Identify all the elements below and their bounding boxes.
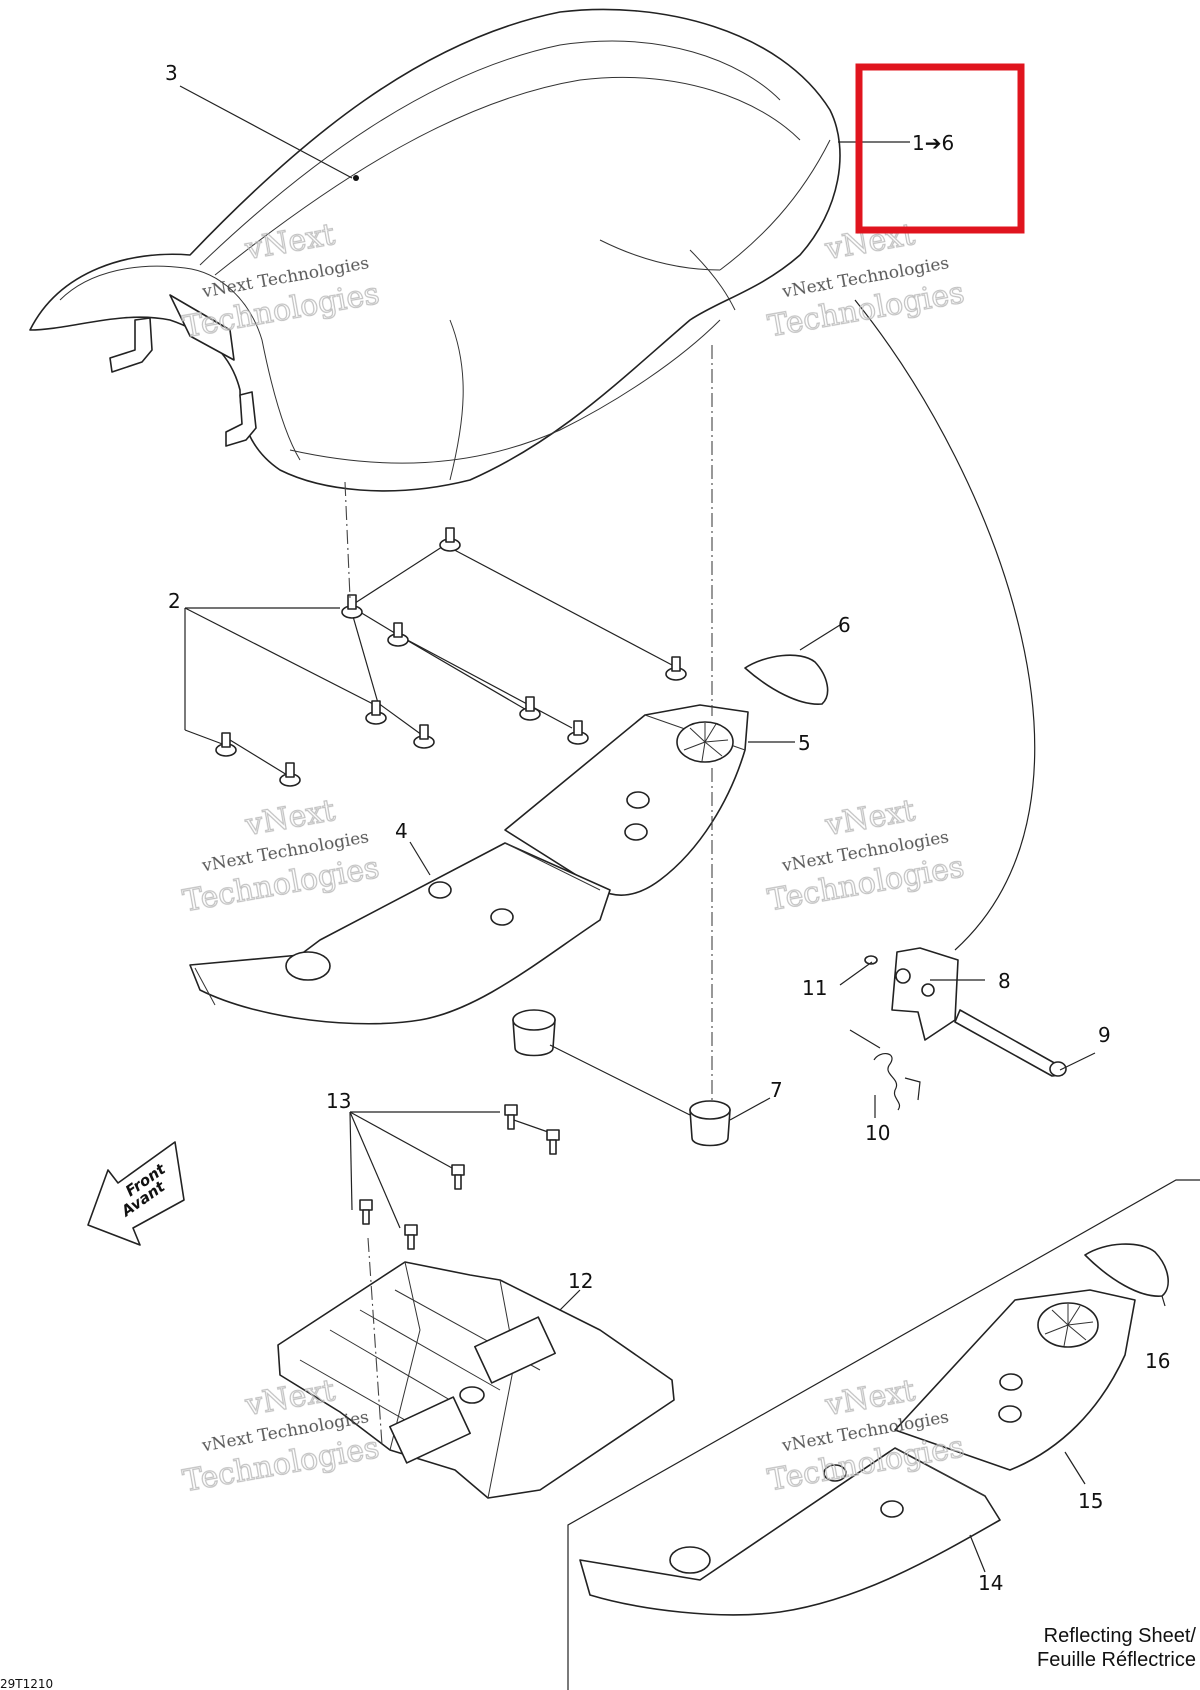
callout-2: 2 [168, 589, 181, 613]
latch-cable-line [854, 299, 1036, 951]
callout-8: 8 [998, 969, 1011, 993]
callout-11: 11 [802, 976, 827, 1000]
callout-3: 3 [165, 61, 178, 85]
callout-15: 15 [1078, 1489, 1103, 1513]
callout-5: 5 [798, 731, 811, 755]
reflecting-sheet-inset: Reflecting Sheet/ Feuille Réflectrice [567, 1179, 1200, 1690]
callout-12: 12 [568, 1269, 593, 1293]
callout-1-6: 1➔6 [912, 131, 954, 155]
callout-6: 6 [838, 613, 851, 637]
seat-drawing [29, 8, 841, 492]
center-lines [344, 345, 713, 1446]
seat-tray-drawing [189, 654, 829, 1025]
plate-drawing [277, 1104, 675, 1499]
inset-caption-line1: Reflecting Sheet/ [1044, 1625, 1197, 1647]
callout-10: 10 [865, 1121, 890, 1145]
drawing-id: 29T1210 [0, 1677, 53, 1690]
callout-13: 13 [326, 1089, 351, 1113]
inset-caption-line2: Feuille Réflectrice [1037, 1649, 1196, 1671]
callout-labels: 3 1➔6 2 6 5 4 8 11 9 7 10 13 12 16 15 14… [0, 61, 1170, 1690]
front-direction-arrow: Front Avant [87, 1141, 185, 1246]
callout-7: 7 [770, 1078, 783, 1102]
latch-drawing [512, 947, 1067, 1147]
callout-4: 4 [395, 819, 408, 843]
grommets-drawing [184, 527, 687, 787]
callout-9: 9 [1098, 1023, 1111, 1047]
highlight-box [855, 63, 1025, 234]
callout-leaders [179, 85, 1096, 1311]
svg-text:vNext: vNext [822, 217, 918, 267]
callout-16: 16 [1145, 1349, 1170, 1373]
callout-14: 14 [978, 1571, 1003, 1595]
